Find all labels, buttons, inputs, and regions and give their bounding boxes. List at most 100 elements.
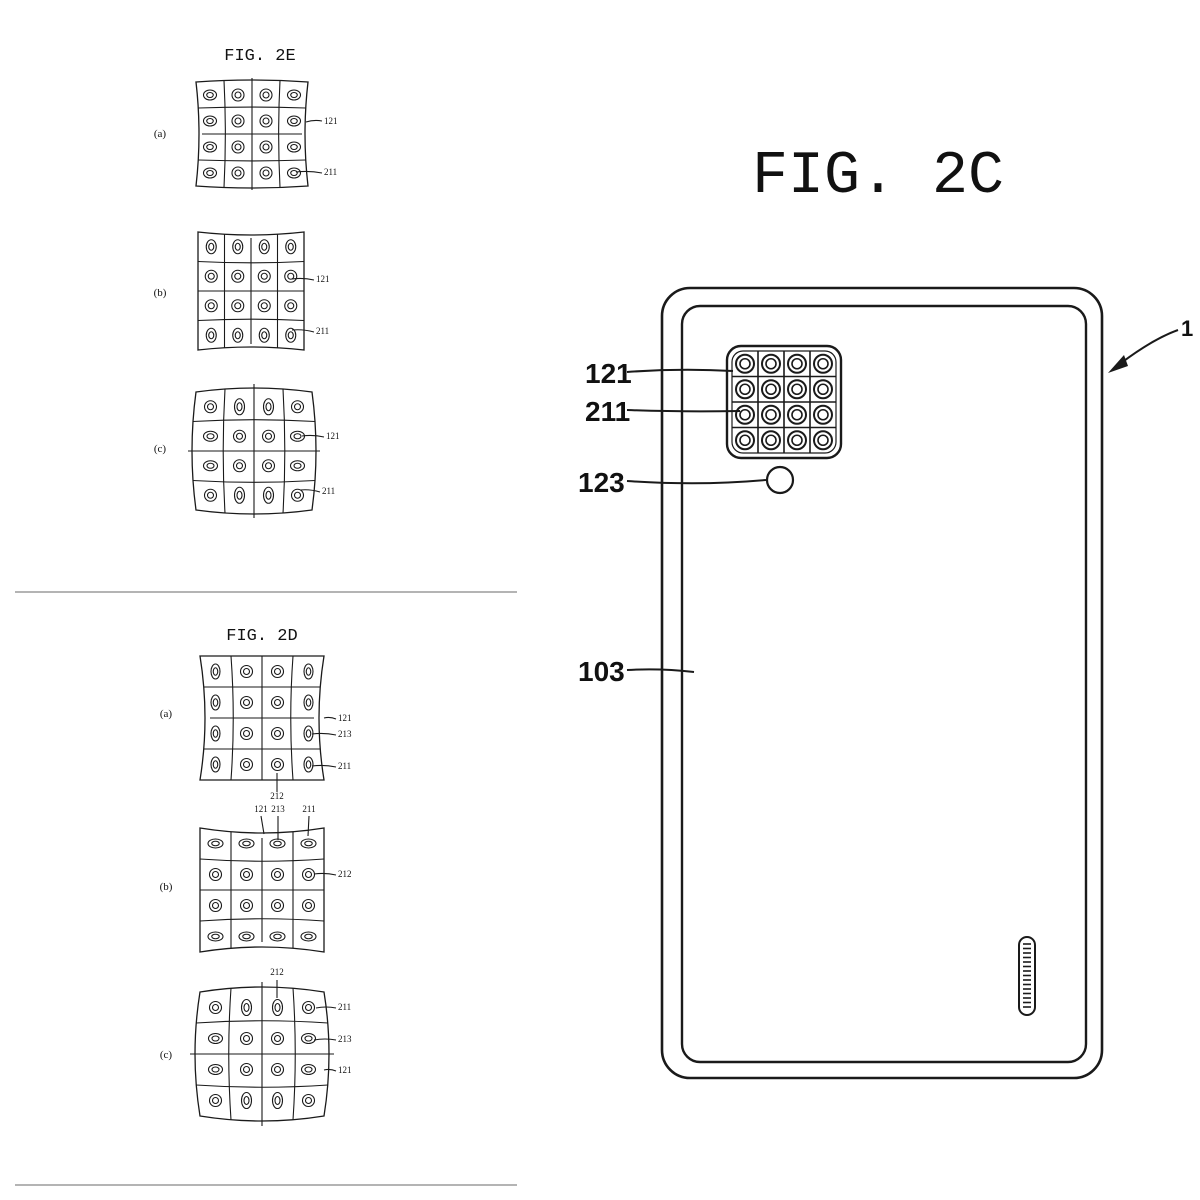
lens-inner [212, 698, 219, 707]
lens-outer [239, 695, 254, 710]
camera-lens-outer [787, 353, 807, 374]
lens-outer [202, 460, 219, 472]
lens-outer [208, 1000, 223, 1015]
lens-inner [304, 1096, 313, 1105]
lens-inner [293, 433, 302, 440]
lens-outer [261, 459, 276, 473]
lens-outer [232, 429, 247, 443]
lens-inner [305, 760, 312, 769]
grid-outline [199, 655, 325, 781]
lens-inner [235, 432, 244, 440]
lens-inner [206, 433, 215, 440]
lens-outer [205, 327, 217, 343]
lens-inner [304, 840, 313, 847]
lens-outer [301, 898, 316, 913]
lens-outer [210, 663, 221, 680]
lens-outer [270, 757, 285, 772]
camera-lens-inner [739, 408, 751, 421]
lens-outer [239, 1031, 254, 1046]
fig-2c: FIG. 2C 121 211 123 103 1 [578, 143, 1193, 1080]
lens-outer [290, 400, 305, 414]
lens-inner [212, 667, 219, 676]
lens-inner [242, 760, 251, 769]
leader-line [295, 170, 323, 174]
camera-lens-inner [817, 383, 829, 396]
lens-inner [273, 933, 282, 940]
fig-2d-panel-a [199, 655, 337, 792]
lens-outer [232, 459, 247, 473]
camera-lens-outer [761, 430, 781, 451]
camera-lens-inner [739, 357, 751, 370]
grid-line [195, 1084, 329, 1088]
lens-inner [212, 760, 219, 769]
lens-outer [259, 114, 273, 128]
lens-inner [304, 1035, 313, 1042]
lens-outer [231, 88, 245, 102]
lens-inner [211, 1003, 220, 1012]
fig-2d-panel-a-label: (a) [160, 708, 173, 720]
leader-line [323, 716, 337, 720]
fig-2d-panel-b-label: (b) [160, 881, 173, 893]
lens-inner [260, 302, 268, 310]
lens-inner [242, 667, 251, 676]
fig-2d-c-callout-212: 212 [270, 967, 284, 977]
lens-outer [285, 327, 297, 343]
lens-outer [204, 269, 218, 283]
lens-outer [262, 398, 275, 416]
lens-outer [269, 931, 286, 942]
camera-lens-inner [817, 434, 829, 447]
lens-inner [206, 403, 215, 411]
fig-2e-title: FIG. 2E [224, 47, 295, 66]
grid-outline [194, 986, 330, 1122]
lens-outer [261, 429, 276, 443]
leader-line [301, 434, 325, 438]
phone-body-inner [680, 304, 1088, 1064]
fig-2d-a-callout-212: 212 [270, 791, 284, 801]
lens-outer [232, 239, 244, 255]
lens-inner [234, 169, 242, 177]
lens-outer [303, 694, 314, 711]
lens-outer [208, 898, 223, 913]
lens-outer [239, 898, 254, 913]
phone-body-outer [660, 286, 1104, 1080]
lens-inner [305, 667, 312, 676]
lens-outer [270, 867, 285, 882]
lens-inner [287, 242, 294, 251]
lens-inner [242, 1034, 251, 1043]
lens-inner [262, 91, 270, 99]
fig-2e-a-callout-211: 211 [324, 167, 337, 177]
lens-grid-icon [725, 344, 843, 460]
lens-inner [206, 462, 215, 469]
fig-2d-title: FIG. 2D [226, 627, 297, 646]
flash-icon [765, 465, 795, 495]
leader-line [291, 277, 315, 281]
lens-outer [289, 460, 306, 472]
lens-inner [211, 870, 220, 879]
lens-outer [270, 726, 285, 741]
lens-outer [239, 726, 254, 741]
fig-2d-panel-c-label: (c) [160, 1049, 173, 1061]
lens-outer [202, 430, 219, 442]
lens-outer [203, 400, 218, 414]
lens-outer [231, 166, 245, 180]
lens-inner [287, 331, 294, 340]
lens-inner [293, 403, 302, 411]
fig-2d-b-callout-213: 213 [271, 804, 285, 814]
lens-outer [238, 931, 255, 942]
lens-inner [211, 933, 220, 940]
fig-2d-a-callout-211: 211 [338, 761, 351, 771]
lens-outer [233, 398, 246, 416]
leader-line [307, 815, 310, 837]
lens-inner [304, 1003, 313, 1012]
lens-outer [286, 167, 302, 179]
lens-outer [207, 838, 224, 849]
camera-lens-inner [765, 383, 777, 396]
fig-2d-a-callout-121: 121 [338, 713, 352, 723]
camera-lens-outer [813, 404, 833, 425]
lens-inner [290, 117, 298, 125]
lens-outer [286, 115, 302, 127]
fig-2c-callout-211: 211 [585, 396, 630, 427]
lens-inner [242, 1065, 251, 1074]
lens-outer [231, 269, 245, 283]
lens-inner [274, 1002, 281, 1013]
